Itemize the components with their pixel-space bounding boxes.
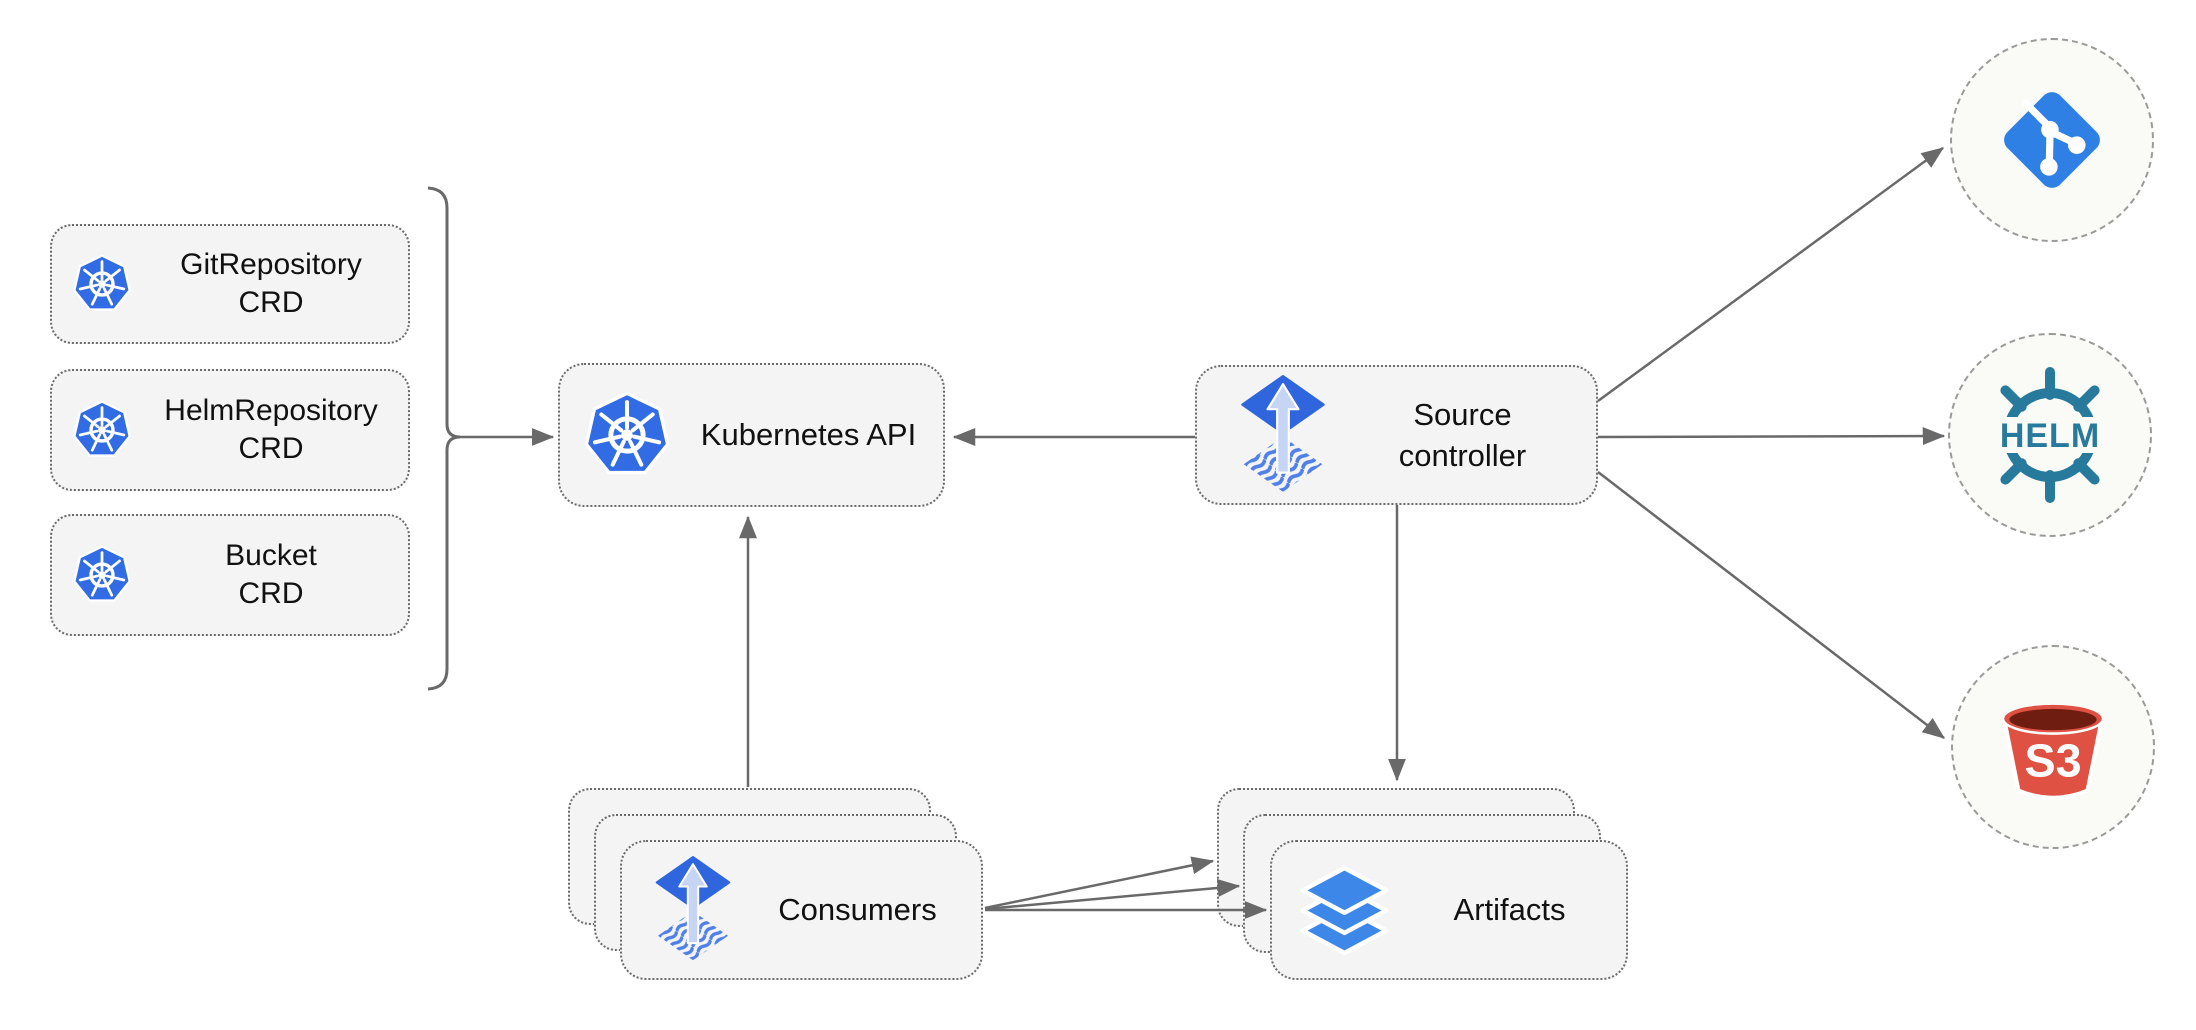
source-controller-line2: controller: [1398, 438, 1527, 473]
crd-type: CRD: [238, 577, 304, 610]
kubernetes-icon: [580, 388, 674, 482]
arrow-source-controller-to-helm: [1597, 427, 1946, 446]
arrow-source-controller-to-s3: [1597, 471, 1945, 739]
endpoint-helm: [1948, 333, 2152, 537]
endpoint-s3: [1951, 645, 2155, 849]
kubernetes-api-label: Kubernetes API: [700, 417, 917, 452]
endpoint-git: [1950, 38, 2154, 242]
node-source-controller: Source controller: [1195, 365, 1598, 505]
crd-name: GitRepository: [180, 248, 362, 281]
arrow-consumers-to-artifacts-back: [984, 856, 1215, 910]
kubernetes-icon: [70, 543, 134, 607]
artifacts-label: Artifacts: [1453, 892, 1566, 927]
crd-type: CRD: [238, 286, 304, 319]
flux-icon: [652, 856, 734, 964]
helm-icon: [1975, 360, 2125, 510]
node-label: GitRepository CRD: [134, 246, 408, 322]
crd-type: CRD: [238, 432, 304, 465]
consumers-label: Consumers: [778, 892, 937, 927]
node-kubernetes-api: Kubernetes API: [558, 363, 945, 507]
node-consumers: Consumers: [620, 840, 983, 980]
node-gitrepository-crd: GitRepository CRD: [50, 224, 410, 344]
source-controller-line1: Source: [1413, 397, 1512, 432]
git-icon: [1990, 78, 2114, 202]
arrow-source-controller-to-git: [1597, 146, 1945, 403]
crd-name: Bucket: [225, 539, 317, 572]
node-bucket-crd: Bucket CRD: [50, 514, 410, 636]
kubernetes-icon: [70, 398, 134, 462]
s3-bucket-icon: [1987, 681, 2119, 813]
flux-icon: [1237, 375, 1329, 496]
node-label: HelmRepository CRD: [134, 392, 408, 468]
node-label: Bucket CRD: [134, 537, 408, 613]
crd-group-bracket: [427, 186, 461, 691]
kubernetes-icon: [70, 252, 134, 316]
layers-icon: [1296, 862, 1393, 959]
arrow-consumers-to-artifacts-middle: [984, 878, 1241, 911]
node-helmrepository-crd: HelmRepository CRD: [50, 369, 410, 491]
node-artifacts: Artifacts: [1270, 840, 1628, 980]
crd-name: HelmRepository: [164, 394, 378, 427]
source-controller-label: Source controller: [1329, 394, 1596, 476]
